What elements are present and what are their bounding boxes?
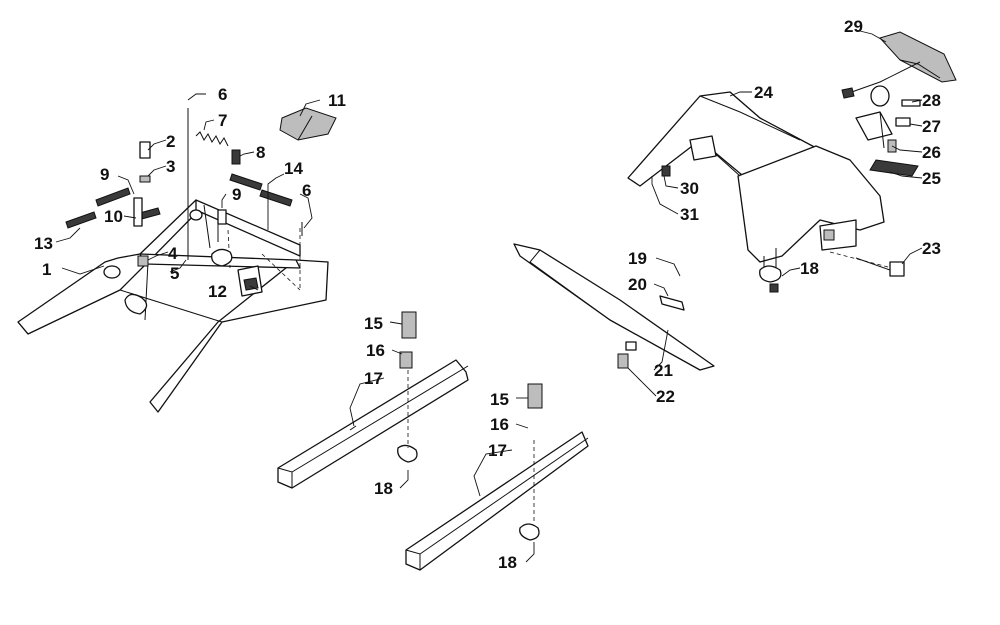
rear-bumper — [627, 91, 905, 293]
callout-1: 1 — [42, 260, 51, 279]
callout-24: 24 — [754, 83, 773, 102]
callout-22: 22 — [656, 387, 675, 406]
callout-3: 3 — [166, 157, 175, 176]
hitch-assembly — [841, 31, 957, 177]
callout-4: 4 — [168, 244, 178, 263]
callout-9-left: 9 — [100, 165, 109, 184]
callout-15-upper: 15 — [364, 314, 383, 333]
spacer-blocks — [401, 311, 543, 409]
callout-30: 30 — [680, 179, 699, 198]
callout-labels: 1 2 3 4 5 6 6 7 8 9 9 10 11 12 13 14 15 … — [34, 17, 941, 572]
callout-6-upper: 6 — [218, 85, 227, 104]
hardware-left — [124, 108, 303, 315]
latch-bracket — [237, 265, 263, 297]
callout-15-lower: 15 — [490, 390, 509, 409]
callout-18-lower: 18 — [498, 553, 517, 572]
seat-base-frame — [17, 199, 329, 413]
callout-19: 19 — [628, 249, 647, 268]
callout-12: 12 — [208, 282, 227, 301]
runner-lower — [405, 385, 589, 571]
callout-17-lower: 17 — [488, 441, 507, 460]
callout-31: 31 — [680, 205, 699, 224]
cover-pad — [279, 107, 337, 141]
callout-28: 28 — [922, 91, 941, 110]
callout-29: 29 — [844, 17, 863, 36]
callout-13: 13 — [34, 234, 53, 253]
callout-7: 7 — [218, 111, 227, 130]
callout-21: 21 — [654, 361, 673, 380]
callout-14: 14 — [284, 159, 303, 178]
callout-9-right: 9 — [232, 185, 241, 204]
callout-2: 2 — [166, 132, 175, 151]
callout-27: 27 — [922, 117, 941, 136]
runner-upper — [277, 351, 469, 489]
callout-8: 8 — [256, 143, 265, 162]
callout-26: 26 — [922, 143, 941, 162]
callout-17-upper: 17 — [364, 369, 383, 388]
callout-5: 5 — [170, 264, 179, 283]
callout-6-right: 6 — [302, 181, 311, 200]
callout-18-upper: 18 — [374, 479, 393, 498]
callout-11: 11 — [328, 91, 346, 110]
callout-20: 20 — [628, 275, 647, 294]
callout-18-right: 18 — [800, 259, 819, 278]
callout-16-upper: 16 — [366, 341, 385, 360]
callout-16-lower: 16 — [490, 415, 509, 434]
leader-lines — [55, 29, 923, 563]
callout-25: 25 — [922, 169, 941, 188]
callout-23: 23 — [922, 239, 941, 258]
deflector-plate — [513, 243, 715, 371]
callout-10: 10 — [104, 207, 123, 226]
